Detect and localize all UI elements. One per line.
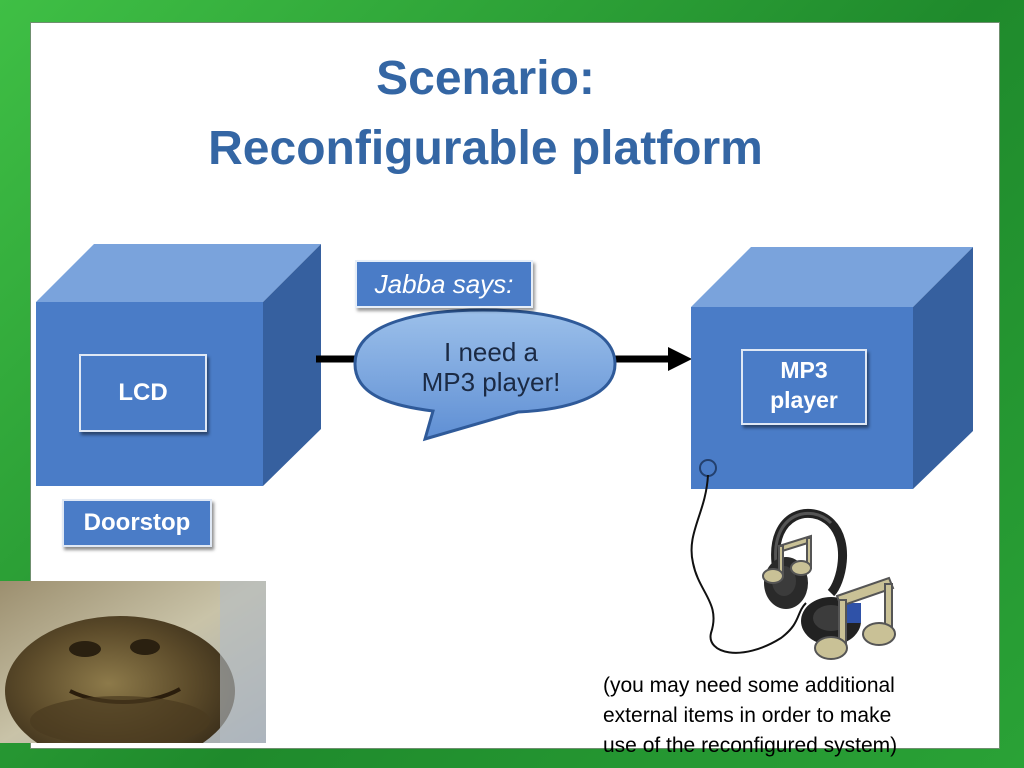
footnote-line2: external items in order to make <box>603 704 892 727</box>
footnote-line3: use of the reconfigured system) <box>603 734 898 757</box>
mp3-label-line2: player <box>770 387 838 413</box>
lcd-label-text: LCD <box>118 379 168 406</box>
footnote: (you may need some additional external i… <box>603 671 993 761</box>
music-note-icon <box>762 534 896 660</box>
speech-header: Jabba says: <box>355 260 533 308</box>
doorstop-label-text: Doorstop <box>83 509 191 536</box>
speech-bubble <box>353 308 617 442</box>
slide-title-line1: Scenario: <box>376 52 595 105</box>
slide-canvas: Scenario: Reconfigurable platform LCD Do… <box>30 22 1000 757</box>
speech-line1: I need a <box>444 337 538 367</box>
speech-text: I need a MP3 player! <box>371 337 611 397</box>
doorstop-label: Doorstop <box>62 499 212 547</box>
footnote-line1: (you may need some additional <box>603 674 895 697</box>
mp3-label-line1: MP3 <box>780 357 828 383</box>
lcd-label: LCD <box>79 354 207 432</box>
mp3-player-label: MP3 player <box>741 349 867 425</box>
jabba-photo <box>0 581 266 743</box>
speech-line2: MP3 player! <box>421 367 561 397</box>
slide-title-line2: Reconfigurable platform <box>208 122 763 175</box>
